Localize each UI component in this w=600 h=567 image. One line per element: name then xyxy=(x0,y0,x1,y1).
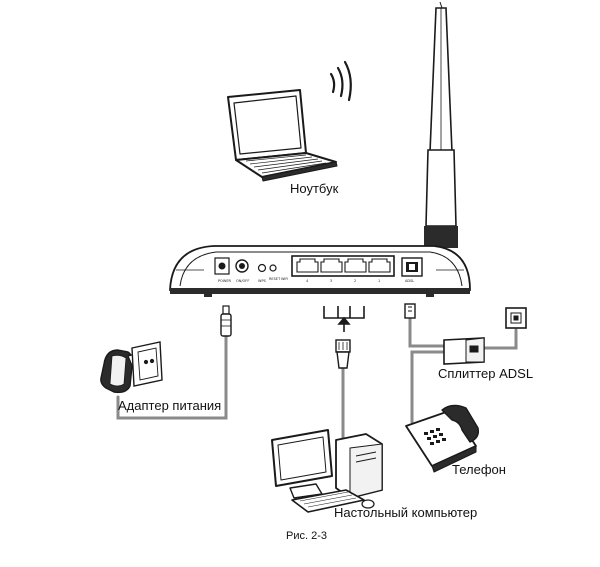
splitter-to-phone-cable xyxy=(410,350,446,424)
router-icon: POWER ON/OFF WPS RESET WiFi 4 3 2 1 ADSL xyxy=(169,245,471,297)
laptop-icon xyxy=(227,89,338,182)
router-lan-ports xyxy=(291,255,395,277)
router-reset-button xyxy=(269,264,277,272)
label-wps: WPS xyxy=(258,279,267,283)
desktop-label: Настольный компьютер xyxy=(334,505,478,520)
phone-label: Телефон xyxy=(452,462,506,477)
wifi-waves-icon xyxy=(329,60,352,102)
label-onoff: ON/OFF xyxy=(236,279,249,283)
label-adsl: ADSL xyxy=(405,279,414,283)
label-reset: RESET xyxy=(269,277,281,281)
splitter-icon xyxy=(443,337,485,365)
phone-jack-icon xyxy=(505,307,527,329)
wall-outlet-icon xyxy=(131,341,163,387)
router-adsl-port xyxy=(401,257,423,277)
splitter-label: Сплиттер ADSL xyxy=(438,366,534,381)
antenna-icon xyxy=(424,1,458,248)
adapter-label: Адаптер питания xyxy=(118,398,222,413)
label-lan1: 1 xyxy=(378,279,380,283)
desktop-computer-icon xyxy=(271,429,383,513)
label-wifi: WiFi xyxy=(281,277,288,281)
figure-caption: Рис. 2-3 xyxy=(286,530,327,542)
label-power: POWER xyxy=(218,279,232,283)
router-wps-button xyxy=(257,263,267,273)
adsl-plug-icon xyxy=(404,303,416,319)
lan-connection-bracket xyxy=(323,306,365,332)
power-cable xyxy=(116,334,228,420)
label-lan4: 4 xyxy=(306,279,309,283)
ethernet-plug-icon xyxy=(335,339,351,369)
laptop-label: Ноутбук xyxy=(290,181,339,196)
telephone-icon xyxy=(405,404,480,473)
power-plug-icon xyxy=(220,305,232,337)
label-lan3: 3 xyxy=(330,279,332,283)
adsl-cable xyxy=(408,316,446,348)
splitter-to-jack-cable xyxy=(482,328,518,350)
label-lan2: 2 xyxy=(354,279,356,283)
